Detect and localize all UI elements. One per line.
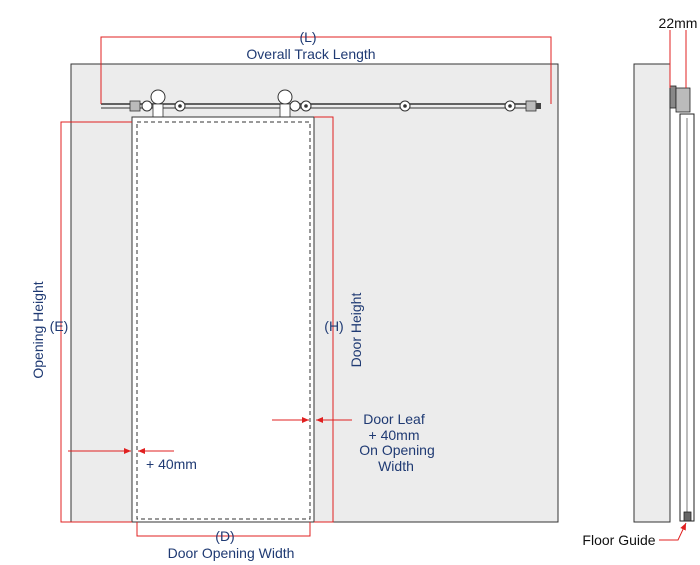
door-leaf-note-line3: On Opening bbox=[359, 442, 435, 458]
door-opening-outline bbox=[136, 121, 311, 520]
door-leaf-note-line4: Width bbox=[378, 458, 414, 474]
door-height-dimension bbox=[314, 116, 334, 523]
door-width-code: (D) bbox=[215, 528, 234, 544]
side-wall bbox=[633, 63, 671, 523]
door-leaf bbox=[131, 116, 315, 523]
side-gap-label: 22mm bbox=[659, 15, 698, 31]
side-roller bbox=[675, 87, 691, 113]
door-height-label: Door Height bbox=[348, 293, 364, 368]
hanger-roller-left bbox=[141, 89, 166, 120]
side-elevation bbox=[633, 63, 695, 523]
opening-height-dimension bbox=[60, 121, 132, 523]
side-gap-dimension bbox=[669, 30, 687, 88]
door-width-dimension bbox=[136, 522, 311, 537]
left-offset-label: + 40mm bbox=[146, 456, 197, 472]
track-length-code: (L) bbox=[299, 29, 316, 45]
door-leaf-note-line2: + 40mm bbox=[369, 427, 420, 443]
door-leaf-note-line1: Door Leaf bbox=[363, 411, 425, 427]
side-bracket bbox=[669, 85, 677, 109]
floor-guide-leader bbox=[659, 522, 687, 541]
track-rail bbox=[101, 100, 541, 112]
door-width-label: Door Opening Width bbox=[168, 545, 295, 561]
track-length-dimension bbox=[100, 36, 552, 104]
opening-height-code: (E) bbox=[50, 318, 69, 334]
opening-height-label: Opening Height bbox=[30, 281, 46, 378]
door-height-code: (H) bbox=[324, 318, 343, 334]
track-length-label: Overall Track Length bbox=[246, 46, 375, 62]
front-elevation bbox=[70, 63, 559, 523]
floor-guide-label: Floor Guide bbox=[582, 532, 655, 548]
floor-guide-block bbox=[683, 511, 692, 522]
